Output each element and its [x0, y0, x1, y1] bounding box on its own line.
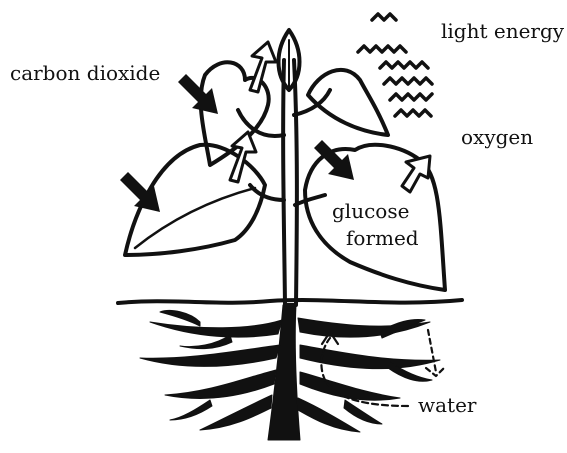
lower-right-branch — [295, 195, 325, 205]
stem — [283, 60, 297, 305]
roots — [140, 305, 440, 440]
water-label: water — [418, 393, 477, 417]
oxygen-label: oxygen — [461, 125, 533, 149]
glucose-label-line1: glucose — [332, 199, 409, 223]
glucose-label-line2: formed — [346, 226, 419, 250]
light-energy-label: light energy — [441, 19, 565, 43]
light-energy-arrows — [358, 14, 432, 116]
soil-line — [118, 300, 462, 303]
water-side-arrow — [426, 330, 446, 376]
carbon-dioxide-label: carbon dioxide — [10, 61, 160, 85]
